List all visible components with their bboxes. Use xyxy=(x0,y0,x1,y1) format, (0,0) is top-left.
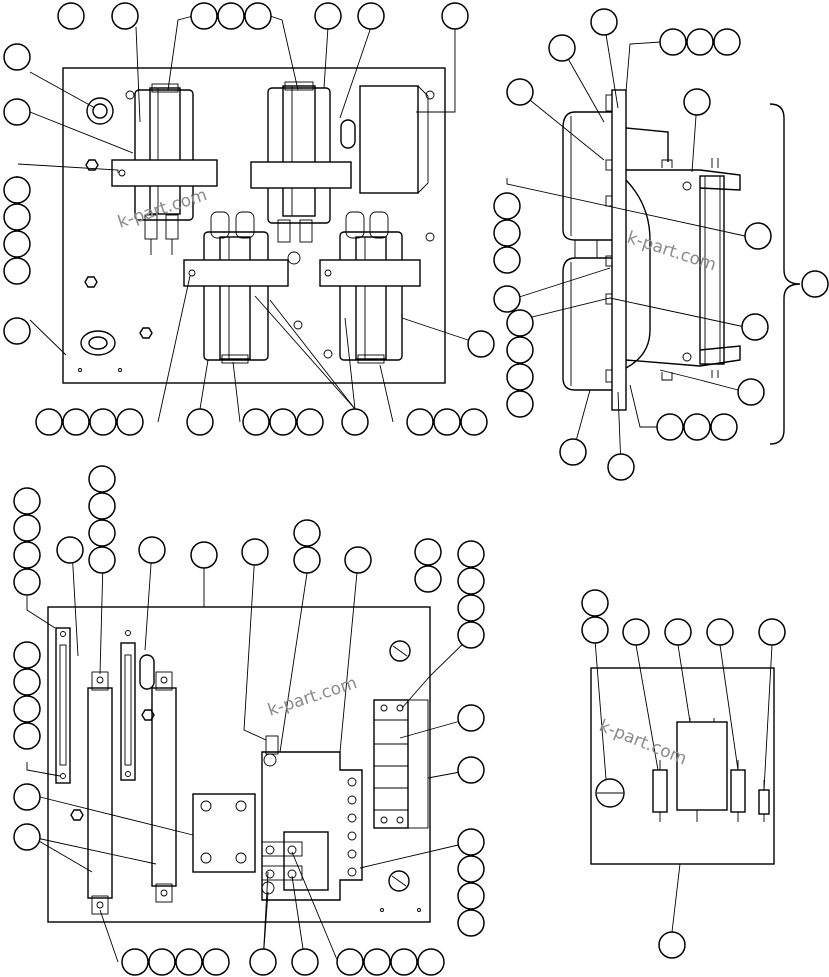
board-capacitor xyxy=(676,718,728,822)
resistor-bar-2 xyxy=(87,671,113,915)
leader-lines-capacitor-panel xyxy=(17,15,469,423)
capacitor-mounting-plate xyxy=(62,67,446,384)
connection-block xyxy=(261,735,363,901)
watermark: k-part.com xyxy=(596,716,689,769)
terminal-strip xyxy=(373,699,429,829)
callouts-capacitor-panel xyxy=(3,2,495,436)
capacitor-lower-right xyxy=(319,211,421,364)
callouts-terminal-panel xyxy=(13,465,485,976)
mounting-boss-bottom xyxy=(80,330,116,356)
terminal-panel-view xyxy=(47,606,431,923)
indicator-lamp xyxy=(595,778,625,808)
watermark: k-part.com xyxy=(624,228,718,276)
callouts-gauge-assembly xyxy=(493,8,829,481)
resistor-bar-4 xyxy=(151,671,177,903)
gauge-mounting-panel xyxy=(611,89,627,411)
panel-nuts xyxy=(84,90,435,359)
terminal-mounting-plate xyxy=(47,606,431,923)
gauge-upper xyxy=(562,111,612,241)
small-board-plate xyxy=(590,667,775,865)
gauge-brace-bracket xyxy=(625,127,741,381)
screw-top xyxy=(389,640,411,662)
resistor-bar-3 xyxy=(120,630,136,781)
gauge-assembly-view xyxy=(562,89,801,445)
terminal-pad xyxy=(192,793,256,873)
slot-hole xyxy=(139,654,155,690)
capacitor-lower-left xyxy=(183,211,289,364)
capacitor-panel-view xyxy=(62,67,446,384)
screw-bottom xyxy=(388,870,410,892)
relay-box xyxy=(359,85,429,194)
leader-lines-small-board xyxy=(594,639,773,933)
leader-lines-terminal-panel xyxy=(26,549,472,963)
resistor-bar-1 xyxy=(55,627,71,784)
capacitor-upper-middle xyxy=(250,81,356,265)
capacitor-upper-left xyxy=(111,83,218,255)
fuse-left xyxy=(652,760,668,822)
gauge-lower xyxy=(562,257,612,391)
watermark: k-part.com xyxy=(115,185,209,233)
assembly-bracket-brace xyxy=(769,103,801,445)
callouts-small-board xyxy=(581,589,786,959)
mounting-boss-top xyxy=(86,97,114,125)
